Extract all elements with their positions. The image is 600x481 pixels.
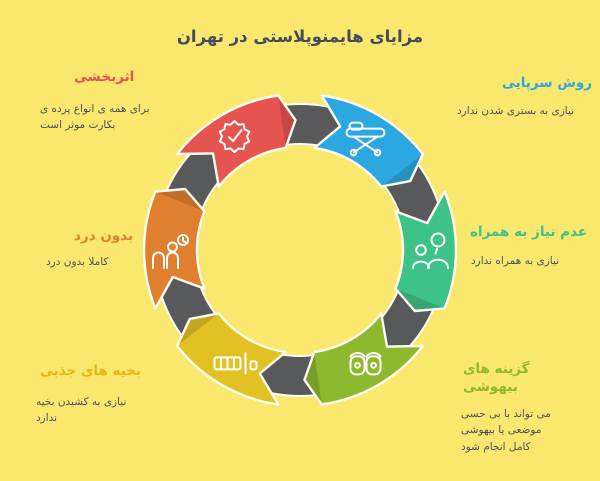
benefit-desc-effective: برای همه ی انواع پرده ی بکارت موثر است (40, 103, 150, 132)
benefit-desc-painless: کاملا بدون درد (46, 256, 109, 268)
segment-tip-fold-absorbable-suture (177, 313, 219, 346)
benefit-title-anesthesia: گزینه های بیهوشی (463, 361, 530, 395)
braces-icon (349, 352, 382, 376)
segment-painless (144, 189, 205, 309)
benefit-title-effective: اثربخشی (74, 69, 135, 85)
segment-tip-fold-anesthesia (304, 352, 322, 405)
benefit-desc-absorbable-suture: نیازی به کشیدن بخیه ندارد (36, 396, 127, 425)
segment-tip-fold-painless (155, 189, 205, 212)
surgical-tape-icon (213, 352, 258, 375)
segment-outpatient (314, 95, 423, 187)
segment-tip-fold-no-companion (395, 288, 445, 311)
page-title: مزایای هایمنوپلاستی در تهران (176, 27, 424, 46)
segment-effective (177, 95, 296, 187)
segment-outline-no-companion (394, 190, 458, 313)
benefit-desc-outpatient: نیازی به بستری شدن ندارد (457, 105, 575, 117)
benefit-title-painless: بدون درد (74, 228, 134, 244)
walker-clock-icon (152, 234, 189, 269)
stretcher-icon (345, 121, 386, 157)
segment-outline-effective (175, 94, 297, 188)
segment-outline-outpatient (313, 94, 425, 188)
segment-tip-fold-outpatient (381, 154, 423, 187)
benefit-desc-anesthesia: می تواند با بی حسی موضعی یا بیهوشی کامل … (461, 408, 551, 453)
segment-absorbable-suture (177, 313, 286, 405)
segment-outline-painless (142, 187, 206, 310)
benefit-title-outpatient: روش سرپایی (502, 75, 593, 91)
verified-badge-icon (218, 120, 251, 154)
benefit-title-no-companion: عدم نیاز به همراه (470, 224, 588, 240)
benefit-desc-no-companion: نیازی به همراه ندارد (471, 255, 560, 267)
segment-outline-absorbable-suture (175, 312, 287, 406)
segment-outline-anesthesia (303, 312, 425, 406)
segment-tip-fold-effective (278, 95, 296, 148)
benefit-title-absorbable-suture: بخیه های جذبی (40, 363, 141, 379)
companion-icon (412, 232, 449, 269)
